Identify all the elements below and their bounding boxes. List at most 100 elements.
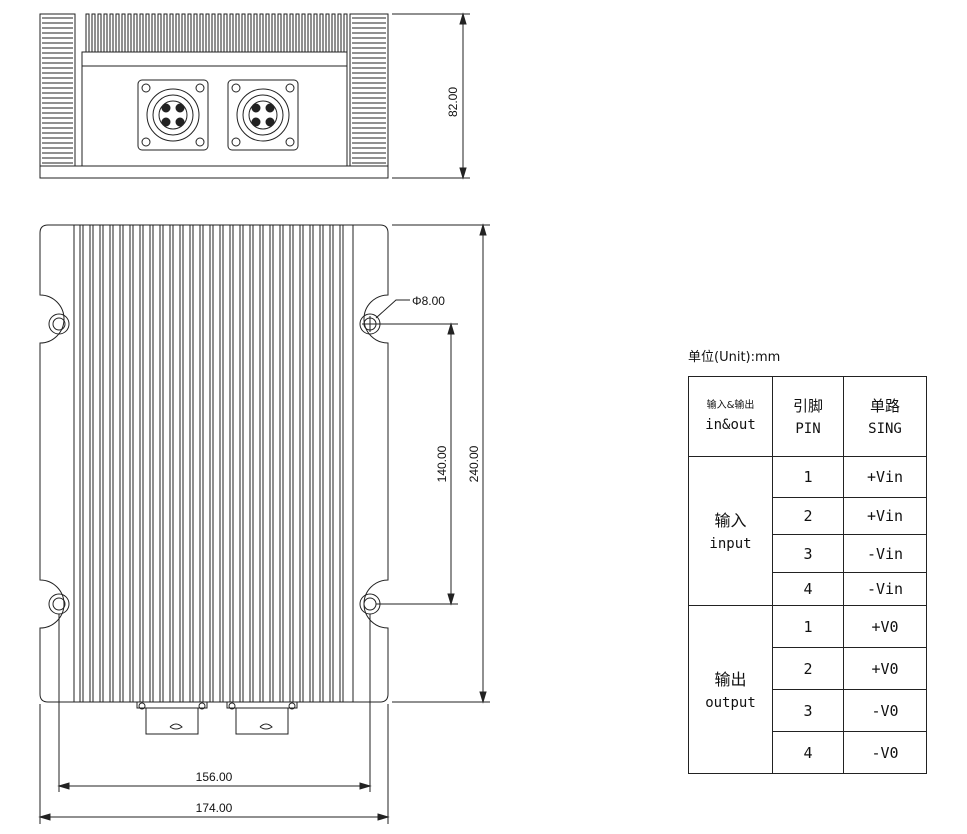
table-row: 输出 output 1 +V0 — [688, 605, 927, 774]
fin-line — [259, 13, 264, 53]
side-body — [81, 51, 348, 167]
top-view-connector-left — [136, 701, 208, 735]
fin-line — [121, 13, 126, 53]
dimension-length — [392, 223, 490, 704]
header-sing: 单路 SING — [843, 376, 927, 457]
dimension-height — [392, 12, 470, 180]
signal-cell: -V0 — [843, 689, 927, 732]
dimension-width-label: 174.00 — [196, 801, 233, 815]
side-right-fins — [352, 17, 386, 164]
group-output-cn: 输出 — [714, 669, 747, 689]
top-view-connector-right — [226, 701, 298, 735]
group-output: 输出 output — [688, 605, 773, 774]
fin-line — [343, 13, 348, 53]
header-sing-cn: 单路 — [869, 396, 900, 415]
dimension-hole-vertical-label: 140.00 — [435, 445, 449, 482]
dimension-hole-horizontal — [57, 614, 372, 792]
fin-line — [319, 13, 324, 53]
fin-line — [169, 13, 174, 53]
connector-output — [227, 79, 299, 151]
fin-line — [139, 13, 144, 53]
signal-cell: -Vin — [843, 572, 927, 606]
fin-line — [193, 13, 198, 53]
fin-line — [337, 13, 342, 53]
fin-line — [253, 13, 258, 53]
table-row: 4 -V0 — [689, 731, 927, 774]
fin-line — [91, 13, 96, 53]
pin-cell: 3 — [772, 534, 844, 573]
dimension-length-label: 240.00 — [467, 445, 481, 482]
header-pin-en: PIN — [795, 420, 821, 437]
fin-line — [223, 13, 228, 53]
fin-line — [217, 13, 222, 53]
side-right-fin-block — [349, 13, 389, 167]
fin-line — [115, 13, 120, 53]
dimension-height-label: 82.00 — [446, 87, 460, 117]
pin-cell: 4 — [772, 572, 844, 606]
pin-cell: 3 — [772, 689, 844, 732]
fin-line — [247, 13, 252, 53]
fin-line — [163, 13, 168, 53]
fin-line — [235, 13, 240, 53]
group-input-en: input — [709, 536, 752, 552]
fin-line — [205, 13, 210, 53]
dimension-width — [38, 704, 390, 824]
mounting-hole-top-left — [48, 313, 70, 335]
table-row: 2 +V0 — [689, 647, 927, 690]
side-base-plate — [39, 165, 389, 179]
fin-line — [325, 13, 330, 53]
signal-cell: +Vin — [843, 456, 927, 498]
signal-cell: +V0 — [843, 647, 927, 690]
connector-input — [137, 79, 209, 151]
fin-line — [199, 13, 204, 53]
fin-line — [271, 13, 276, 53]
table-row: 3 -V0 — [689, 689, 927, 732]
table-row: 输入 input 1 +Vin — [688, 456, 927, 606]
signal-cell: +Vin — [843, 497, 927, 535]
fin-line — [187, 13, 192, 53]
fin-line — [301, 13, 306, 53]
fin-line — [97, 13, 102, 53]
fin-line — [133, 13, 138, 53]
unit-label: 单位(Unit):mm — [688, 350, 781, 365]
fin-line — [229, 13, 234, 53]
fin-line — [175, 13, 180, 53]
fin-line — [103, 13, 108, 53]
fin-line — [157, 13, 162, 53]
hole-diameter-leader — [375, 299, 410, 319]
side-left-fin-block — [39, 13, 76, 167]
pin-cell: 1 — [772, 605, 844, 648]
pin-table: 输入&输出 in&out 引脚 PIN 单路 SING 输入 input 1 +… — [688, 376, 927, 774]
signal-cell: -Vin — [843, 534, 927, 573]
side-top-fins — [85, 13, 348, 53]
dimension-hole-vertical — [376, 322, 458, 606]
signal-cell: +V0 — [843, 605, 927, 648]
fin-line — [145, 13, 150, 53]
pin-cell: 4 — [772, 731, 844, 774]
header-in-out-en: in&out — [705, 416, 756, 433]
header-pin: 引脚 PIN — [772, 376, 844, 457]
group-input: 输入 input — [688, 456, 773, 606]
fin-line — [181, 13, 186, 53]
top-view — [38, 223, 490, 824]
pin-table-header-row: 输入&输出 in&out 引脚 PIN 单路 SING — [688, 376, 927, 457]
hole-diameter-label: Φ8.00 — [412, 294, 445, 308]
signal-cell: -V0 — [843, 731, 927, 774]
fin-line — [151, 13, 156, 53]
pin-cell: 2 — [772, 497, 844, 535]
header-sing-en: SING — [868, 420, 902, 437]
side-view — [39, 12, 470, 180]
fin-line — [109, 13, 114, 53]
header-in-out-cn: 输入&输出 — [706, 399, 755, 411]
group-input-cn: 输入 — [714, 511, 747, 530]
pin-cell: 2 — [772, 647, 844, 690]
fin-line — [289, 13, 294, 53]
fin-line — [295, 13, 300, 53]
header-pin-cn: 引脚 — [792, 396, 823, 415]
top-body-outline — [39, 224, 389, 703]
fin-line — [331, 13, 336, 53]
dimension-hole-horizontal-label: 156.00 — [196, 770, 233, 784]
fin-line — [283, 13, 288, 53]
fin-line — [313, 13, 318, 53]
